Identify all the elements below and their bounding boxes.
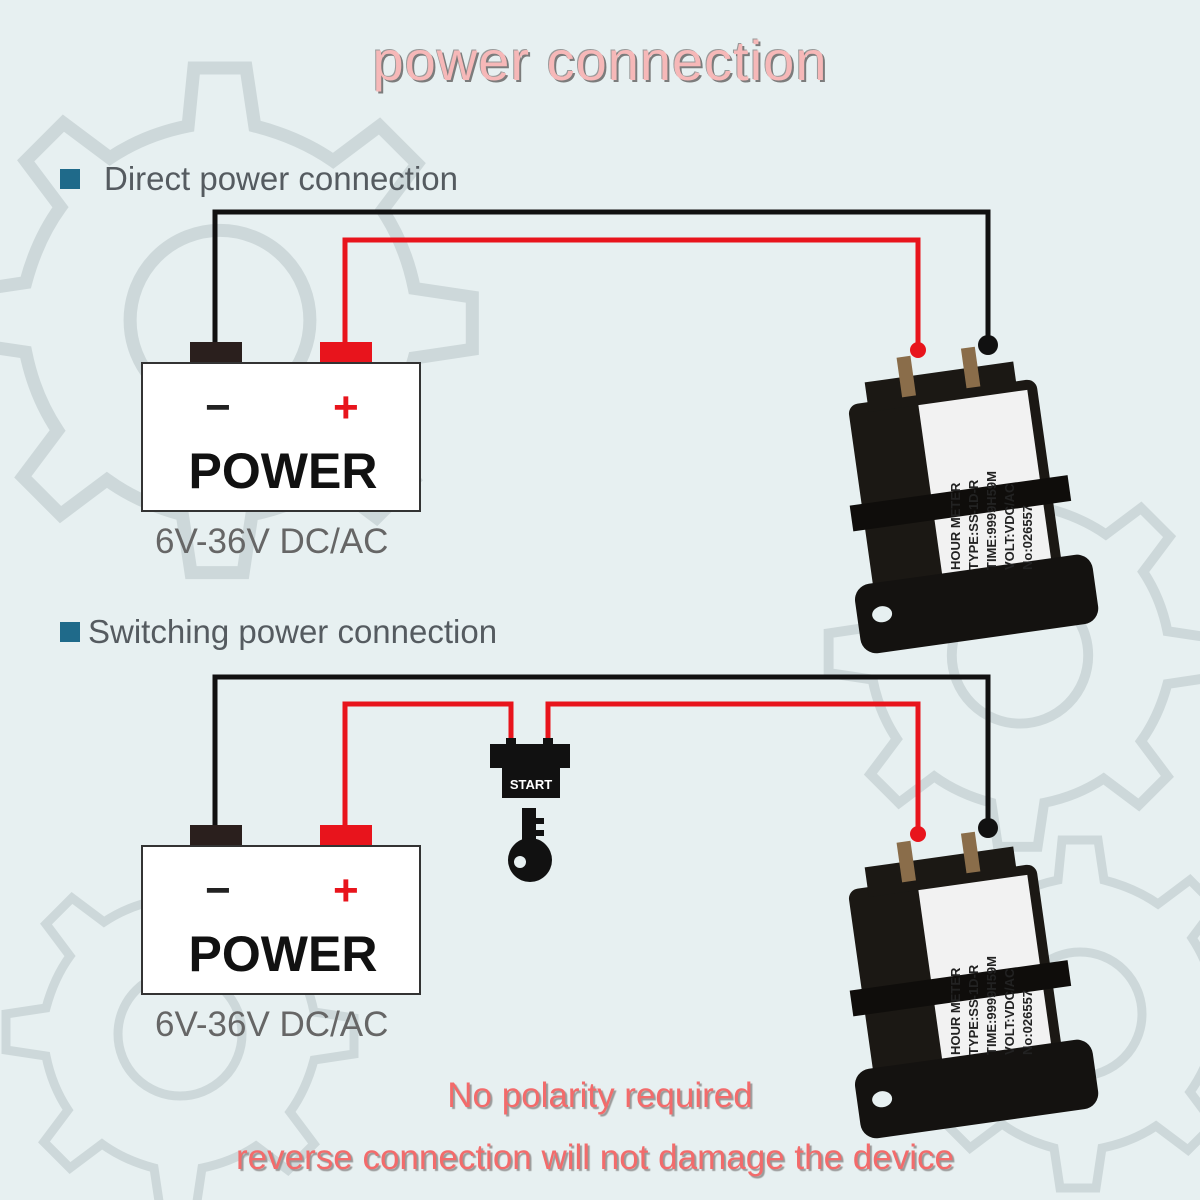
note-reverse: reverse connection will not damage the d… xyxy=(236,1138,954,1177)
minus-sign: − xyxy=(205,383,231,432)
section-label-direct: Direct power connection xyxy=(60,160,458,198)
note-polarity: No polarity required xyxy=(447,1076,753,1115)
power-label: POWER xyxy=(188,443,378,499)
key-icon xyxy=(508,808,552,882)
negative-wire xyxy=(212,209,991,345)
voltage-label: 6V-36V DC/AC xyxy=(155,1005,389,1044)
power-supply-box: − + POWER xyxy=(141,845,421,995)
section-label-text: Switching power connection xyxy=(88,613,498,650)
positive-terminal-dot xyxy=(910,342,926,358)
plus-sign: + xyxy=(333,383,359,432)
negative-terminal-dot xyxy=(978,818,998,838)
hour-meter-icon: HOUR METER TYPE:SS-1D-R TIME:9999H59M VO… xyxy=(848,831,1099,1139)
power-supply-box: − + POWER xyxy=(141,362,421,512)
voltage-label: 6V-36V DC/AC xyxy=(155,522,389,561)
negative-wire xyxy=(212,674,991,828)
positive-wire xyxy=(545,701,921,830)
positive-terminal-dot xyxy=(910,826,926,842)
bullet-square-icon xyxy=(60,169,80,189)
section-label-text: Direct power connection xyxy=(104,160,459,197)
positive-terminal xyxy=(320,342,372,364)
positive-wire xyxy=(342,701,514,828)
ignition-switch: START xyxy=(490,738,570,798)
negative-terminal xyxy=(190,825,242,847)
negative-terminal-dot xyxy=(978,335,998,355)
plus-sign: + xyxy=(333,866,359,915)
hour-meter-icon: HOUR METER TYPE:SS-1D-R TIME:9999H59M VO… xyxy=(848,346,1099,654)
power-label: POWER xyxy=(188,926,378,982)
svg-text:HOUR METER TYPE:SS-1D-R: HOUR METER TYPE:SS-1D-R TIME:9999H59M VO… xyxy=(948,467,1035,570)
minus-sign: − xyxy=(205,866,231,915)
bullet-square-icon xyxy=(60,622,80,642)
positive-wire xyxy=(342,237,921,345)
switch-label: START xyxy=(510,777,552,792)
positive-terminal xyxy=(320,825,372,847)
page-title: power connection xyxy=(372,29,828,92)
section-label-switching: Switching power connection xyxy=(60,613,497,651)
negative-terminal xyxy=(190,342,242,364)
svg-text:HOUR METER TYPE:SS-1D-R: HOUR METER TYPE:SS-1D-R TIME:9999H59M VO… xyxy=(948,952,1035,1055)
